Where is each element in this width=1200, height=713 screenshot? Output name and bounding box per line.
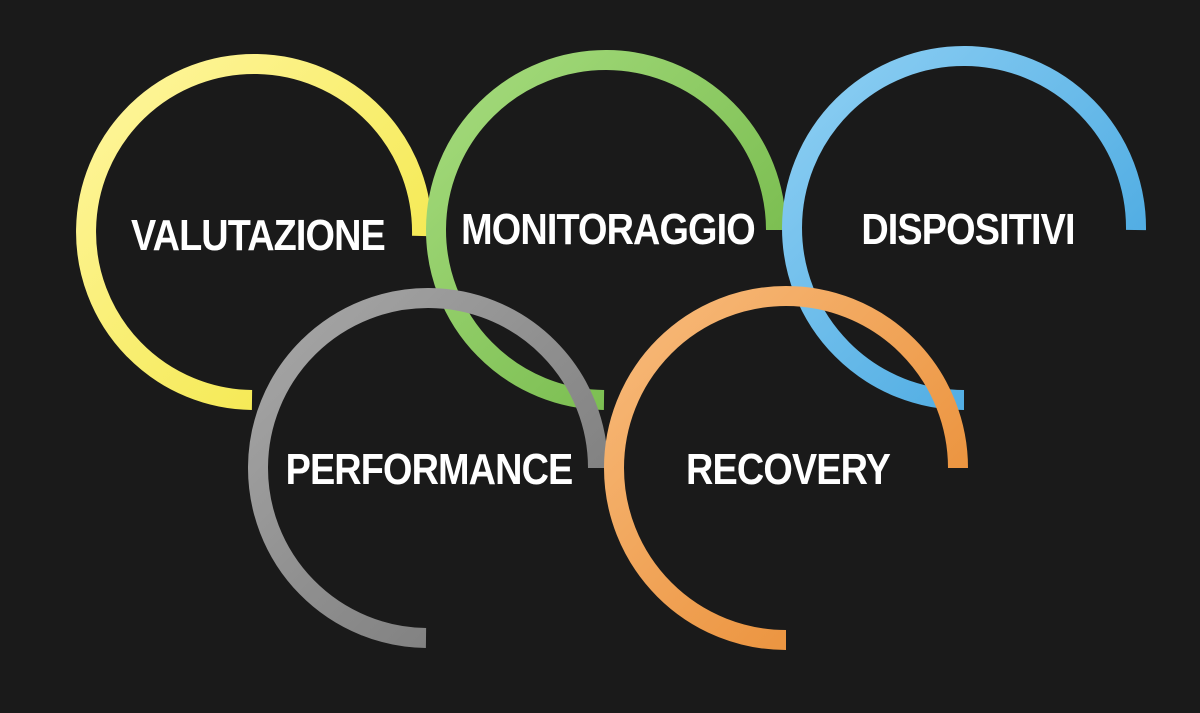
ring-arc-performance xyxy=(248,288,608,648)
ring-label-dispositivi: DISPOSITIVI xyxy=(861,204,1074,253)
ring-arc-recovery xyxy=(604,286,968,650)
ring-label-recovery: RECOVERY xyxy=(686,444,891,493)
ring-arc-monitoraggio xyxy=(426,50,786,410)
ring-label-performance: PERFORMANCE xyxy=(286,444,573,493)
ring-arc-valutazione xyxy=(76,54,433,410)
ring-arc-dispositivi xyxy=(782,46,1147,410)
ring-label-valutazione: VALUTAZIONE xyxy=(131,210,385,259)
ring-label-monitoraggio: MONITORAGGIO xyxy=(461,204,755,253)
